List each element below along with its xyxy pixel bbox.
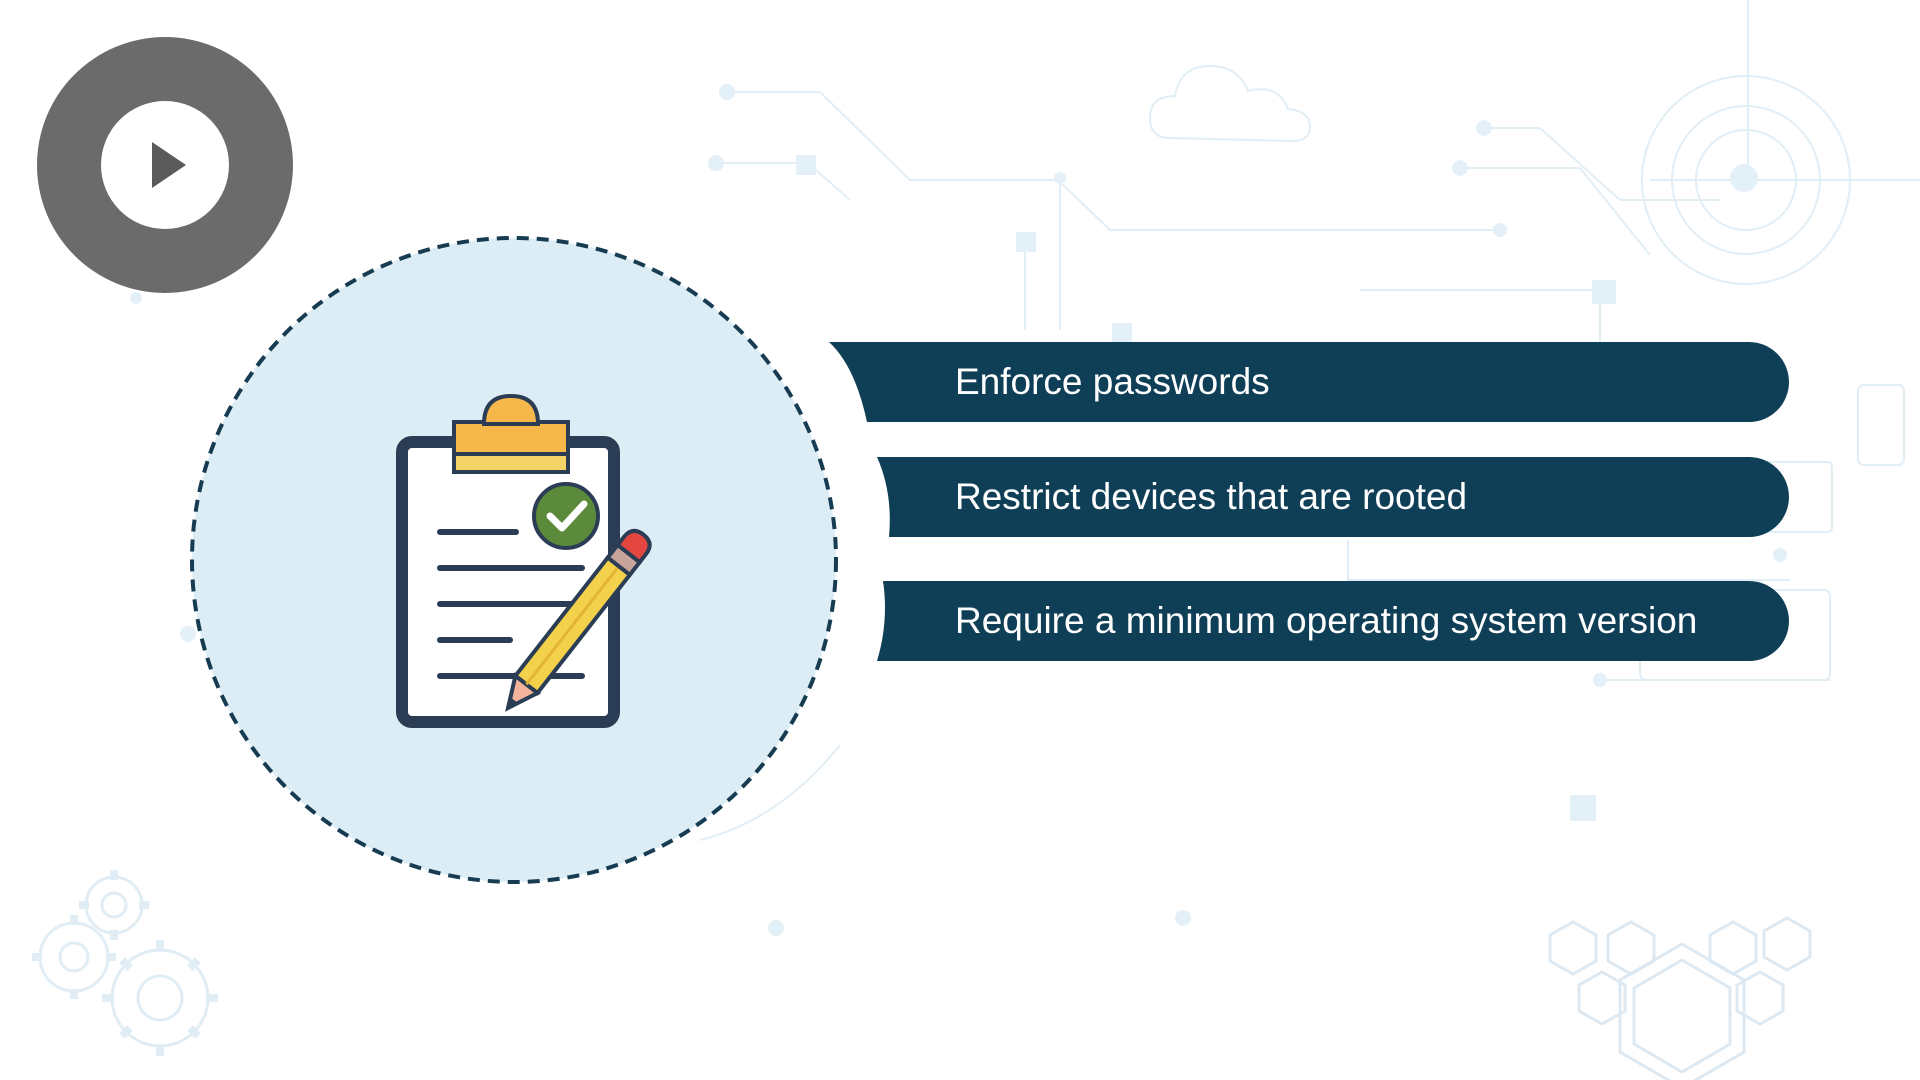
bullet-label-3: Require a minimum operating system versi… bbox=[955, 600, 1698, 641]
play-button-inner[interactable] bbox=[101, 101, 229, 229]
banner-shape bbox=[877, 457, 1789, 537]
pencil-icon bbox=[505, 528, 652, 712]
bullet-label-2: Restrict devices that are rooted bbox=[955, 476, 1468, 517]
banner-shape bbox=[877, 581, 1789, 661]
bullet-banner-3: Require a minimum operating system versi… bbox=[877, 581, 1789, 661]
play-button[interactable] bbox=[37, 37, 293, 293]
bullet-banner-2: Restrict devices that are rooted bbox=[877, 457, 1789, 537]
play-icon bbox=[152, 142, 186, 188]
clipboard-checklist-icon bbox=[396, 393, 652, 728]
checkmark-icon bbox=[532, 482, 600, 550]
banner-shape bbox=[829, 342, 1789, 422]
bullet-label-1: Enforce passwords bbox=[955, 361, 1270, 402]
bullet-banner-1: Enforce passwords bbox=[829, 342, 1789, 422]
